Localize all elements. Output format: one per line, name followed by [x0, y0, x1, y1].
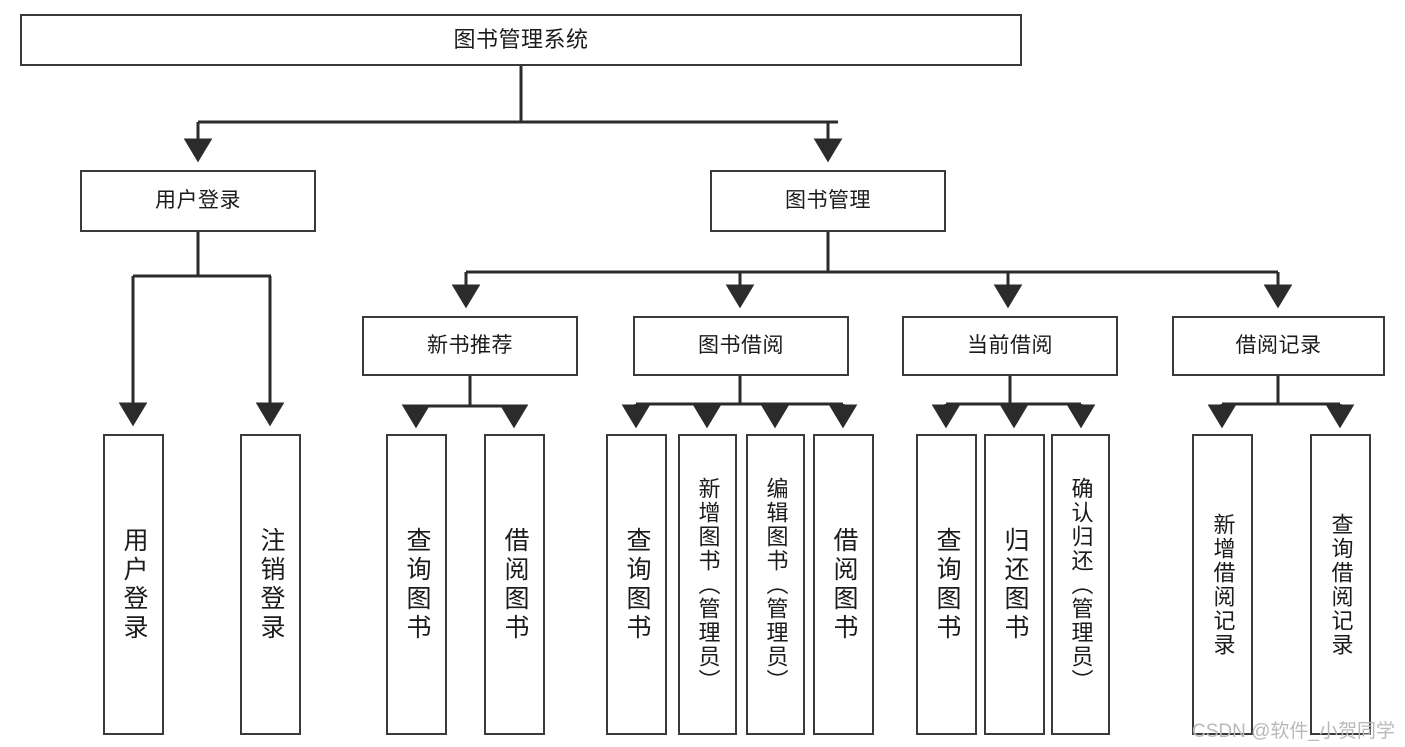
node-new-book-recommend[interactable]: 新书推荐	[362, 316, 578, 376]
node-user-login[interactable]: 用户登录	[80, 170, 316, 232]
node-borrow-record[interactable]: 借阅记录	[1172, 316, 1385, 376]
node-leaf-query-book-2-label: 查询图书	[623, 526, 651, 643]
node-leaf-borrow-book-1-label: 借阅图书	[501, 526, 529, 643]
node-leaf-user-login[interactable]: 用户登录	[103, 434, 164, 735]
node-leaf-query-book-3-label: 查询图书	[933, 526, 961, 643]
node-current-borrow[interactable]: 当前借阅	[902, 316, 1118, 376]
node-leaf-confirm-return-admin[interactable]: 确认归还（管理员）	[1051, 434, 1110, 735]
node-leaf-query-borrow-record-label: 查询借阅记录	[1328, 512, 1354, 657]
node-leaf-edit-book-admin-label: 编辑图书（管理员）	[763, 476, 789, 693]
node-root-label: 图书管理系统	[453, 26, 589, 52]
node-leaf-borrow-book-2[interactable]: 借阅图书	[813, 434, 874, 735]
node-leaf-user-login-label: 用户登录	[120, 526, 148, 643]
node-leaf-query-book-2[interactable]: 查询图书	[606, 434, 667, 735]
node-leaf-query-book-1-label: 查询图书	[403, 526, 431, 643]
node-book-manage[interactable]: 图书管理	[710, 170, 946, 232]
node-leaf-confirm-return-admin-label: 确认归还（管理员）	[1068, 476, 1094, 693]
node-leaf-add-borrow-record[interactable]: 新增借阅记录	[1192, 434, 1253, 735]
node-leaf-add-borrow-record-label: 新增借阅记录	[1210, 512, 1236, 657]
csdn-watermark: CSDN @软件_小贺同学	[1192, 721, 1395, 742]
node-book-manage-label: 图书管理	[785, 189, 871, 213]
node-leaf-edit-book-admin[interactable]: 编辑图书（管理员）	[746, 434, 805, 735]
node-new-book-recommend-label: 新书推荐	[427, 334, 513, 358]
node-leaf-query-book-1[interactable]: 查询图书	[386, 434, 447, 735]
node-leaf-add-book-admin-label: 新增图书（管理员）	[695, 476, 721, 693]
node-book-borrow[interactable]: 图书借阅	[633, 316, 849, 376]
node-current-borrow-label: 当前借阅	[967, 334, 1053, 358]
node-user-login-label: 用户登录	[155, 189, 241, 213]
node-leaf-logout[interactable]: 注销登录	[240, 434, 301, 735]
node-root[interactable]: 图书管理系统	[20, 14, 1022, 66]
node-book-borrow-label: 图书借阅	[698, 334, 784, 358]
node-leaf-query-borrow-record[interactable]: 查询借阅记录	[1310, 434, 1371, 735]
node-leaf-return-book[interactable]: 归还图书	[984, 434, 1045, 735]
node-leaf-borrow-book-1[interactable]: 借阅图书	[484, 434, 545, 735]
node-leaf-return-book-label: 归还图书	[1001, 526, 1029, 643]
node-leaf-logout-label: 注销登录	[257, 526, 285, 643]
node-leaf-query-book-3[interactable]: 查询图书	[916, 434, 977, 735]
node-leaf-borrow-book-2-label: 借阅图书	[830, 526, 858, 643]
node-borrow-record-label: 借阅记录	[1235, 334, 1322, 358]
node-leaf-add-book-admin[interactable]: 新增图书（管理员）	[678, 434, 737, 735]
